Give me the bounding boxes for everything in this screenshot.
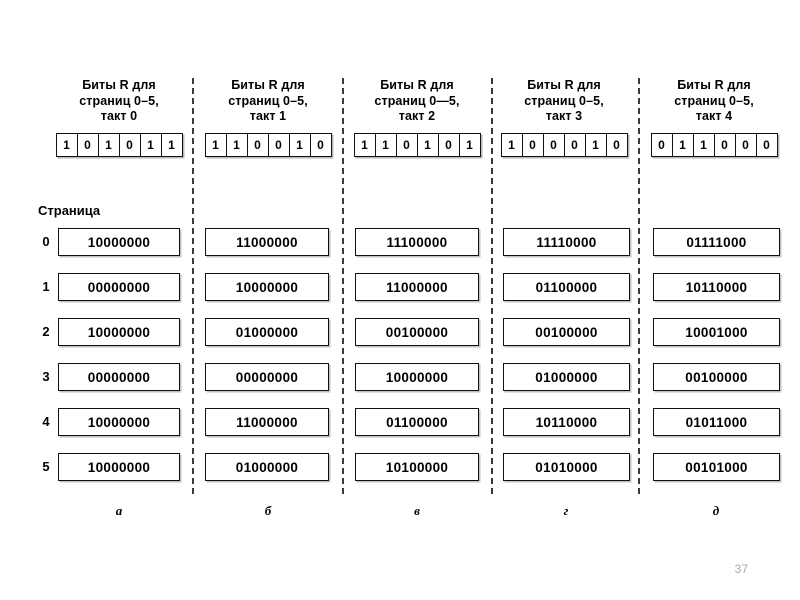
- table-row: 4 10000000 11000000 01100000 10110000 01…: [0, 408, 800, 453]
- counter-box: 11000000: [205, 408, 329, 436]
- rbit-cell: 0: [714, 133, 736, 156]
- rbit-cell: 1: [375, 133, 397, 156]
- rbit-cell: 0: [522, 133, 544, 156]
- counter-box: 01000000: [205, 453, 329, 481]
- column-a-header: Биты R для страниц 0–5, такт 0: [79, 78, 159, 123]
- column-g-header: Биты R для страниц 0–5, такт 3: [524, 78, 604, 123]
- column-separator-2: [342, 78, 344, 494]
- rbit-cell: 0: [564, 133, 586, 156]
- counter-box: 00000000: [58, 273, 180, 301]
- rbit-cell: 1: [459, 133, 480, 156]
- row-index: 4: [42, 414, 50, 429]
- counter-box: 11000000: [205, 228, 329, 256]
- rbit-cell: 1: [56, 133, 78, 156]
- counter-rows: 0 10000000 11000000 11100000 11110000 01…: [0, 228, 800, 498]
- counter-box: 11000000: [355, 273, 479, 301]
- counter-box: 10000000: [58, 228, 180, 256]
- caption-a: а: [115, 503, 123, 518]
- column-a-rbits: 1 0 1 0 1 1: [46, 132, 192, 157]
- column-b: Биты R для страниц 0–5, такт 1 1 1 0 0 1…: [195, 78, 341, 157]
- rbit-cell: 0: [310, 133, 331, 156]
- caption-d: д: [712, 503, 720, 518]
- table-row: 1 00000000 10000000 11000000 01100000 10…: [0, 273, 800, 318]
- rbit-cell: 1: [98, 133, 120, 156]
- rbit-cell: 1: [205, 133, 227, 156]
- counter-box: 10100000: [355, 453, 479, 481]
- page-column-label: Страница: [38, 203, 101, 218]
- counter-box: 10000000: [58, 453, 180, 481]
- rbit-cell: 0: [396, 133, 418, 156]
- counter-box: 00000000: [205, 363, 329, 391]
- counter-box: 00000000: [58, 363, 180, 391]
- column-b-rbits: 1 1 0 0 1 0: [195, 132, 341, 157]
- counter-box: 10000000: [58, 318, 180, 346]
- rbit-cell: 1: [585, 133, 607, 156]
- rbit-cell: 1: [501, 133, 523, 156]
- rbit-cell: 1: [693, 133, 715, 156]
- rbit-cell: 0: [735, 133, 757, 156]
- column-separator-1: [192, 78, 194, 494]
- page-number: 37: [734, 562, 748, 576]
- counter-box: 10110000: [503, 408, 630, 436]
- counter-box: 01111000: [653, 228, 780, 256]
- row-index: 1: [42, 279, 50, 294]
- counter-box: 10000000: [205, 273, 329, 301]
- rbit-cell: 0: [651, 133, 673, 156]
- rbit-cell: 0: [268, 133, 290, 156]
- column-b-header: Биты R для страниц 0–5, такт 1: [228, 78, 308, 123]
- caption-v: в: [414, 503, 420, 518]
- rbit-cell: 1: [140, 133, 162, 156]
- counter-box: 00100000: [355, 318, 479, 346]
- caption-g: г: [563, 503, 569, 518]
- counter-box: 00100000: [503, 318, 630, 346]
- column-g: Биты R для страниц 0–5, такт 3 1 0 0 0 1…: [491, 78, 637, 157]
- column-separator-3: [491, 78, 493, 494]
- counter-box: 00100000: [653, 363, 780, 391]
- caption-b: б: [264, 503, 272, 518]
- table-row: 0 10000000 11000000 11100000 11110000 01…: [0, 228, 800, 273]
- rbit-cell: 0: [606, 133, 627, 156]
- table-row: 2 10000000 01000000 00100000 00100000 10…: [0, 318, 800, 363]
- counter-box: 01100000: [503, 273, 630, 301]
- counter-box: 10000000: [58, 408, 180, 436]
- row-index: 5: [42, 459, 50, 474]
- column-d-rbits: 0 1 1 0 0 0: [641, 132, 787, 157]
- column-d: Биты R для страниц 0–5, такт 4 0 1 1 0 0…: [641, 78, 787, 157]
- rbit-cell: 1: [672, 133, 694, 156]
- column-d-header: Биты R для страниц 0–5, такт 4: [674, 78, 754, 123]
- rbit-cell: 0: [543, 133, 565, 156]
- rbit-cell: 1: [289, 133, 311, 156]
- counter-box: 10001000: [653, 318, 780, 346]
- table-row: 5 10000000 01000000 10100000 01010000 00…: [0, 453, 800, 498]
- rbit-cell: 1: [354, 133, 376, 156]
- counter-box: 10000000: [355, 363, 479, 391]
- counter-box: 11110000: [503, 228, 630, 256]
- rbit-cell: 1: [161, 133, 182, 156]
- rbit-cell: 0: [77, 133, 99, 156]
- rbit-cell: 0: [247, 133, 269, 156]
- column-g-rbits: 1 0 0 0 1 0: [491, 132, 637, 157]
- row-index: 3: [42, 369, 50, 384]
- counter-box: 11100000: [355, 228, 479, 256]
- column-v-rbits: 1 1 0 1 0 1: [344, 132, 490, 157]
- rbit-cell: 1: [417, 133, 439, 156]
- counter-box: 01010000: [503, 453, 630, 481]
- column-v: Биты R для страниц 0—5, такт 2 1 1 0 1 0…: [344, 78, 490, 157]
- table-row: 3 00000000 00000000 10000000 01000000 00…: [0, 363, 800, 408]
- rbit-cell: 0: [438, 133, 460, 156]
- rbit-cell: 1: [226, 133, 248, 156]
- rbit-cell: 0: [756, 133, 777, 156]
- counter-box: 01000000: [503, 363, 630, 391]
- rbit-cell: 0: [119, 133, 141, 156]
- column-separator-4: [638, 78, 640, 494]
- row-index: 0: [42, 234, 50, 249]
- counter-box: 01011000: [653, 408, 780, 436]
- column-a: Биты R для страниц 0–5, такт 0 1 0 1 0 1…: [46, 78, 192, 157]
- counter-box: 01000000: [205, 318, 329, 346]
- counter-box: 00101000: [653, 453, 780, 481]
- counter-box: 10110000: [653, 273, 780, 301]
- row-index: 2: [42, 324, 50, 339]
- counter-box: 01100000: [355, 408, 479, 436]
- column-v-header: Биты R для страниц 0—5, такт 2: [374, 78, 460, 123]
